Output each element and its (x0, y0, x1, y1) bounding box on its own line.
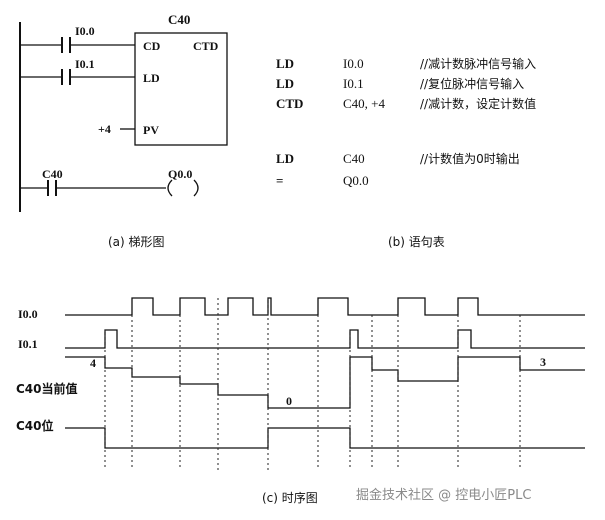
contact-c40-label: C40 (42, 167, 63, 181)
stl-op: = (276, 173, 283, 188)
value-label-start: 4 (90, 356, 96, 370)
stl-row: LD C40 //计数值为0时输出 (276, 151, 520, 166)
output-coil-icon (167, 179, 199, 197)
stl-comment: //减计数脉冲信号输入 (420, 56, 536, 71)
contact-i0-0-label: I0.0 (75, 24, 95, 38)
stl-comment: //复位脉冲信号输入 (420, 76, 524, 91)
waveform-c40-bit (65, 427, 585, 449)
value-label-zero: 0 (286, 394, 292, 408)
waveform-c40-current (65, 356, 585, 409)
stl-row: LD I0.1 //复位脉冲信号输入 (276, 76, 524, 91)
stl-op: LD (276, 151, 294, 166)
caption-ladder: (a) 梯形图 (108, 235, 165, 249)
stl-row: CTD C40, +4 //减计数，设定计数值 (276, 96, 536, 111)
stl-operand: I0.1 (343, 76, 364, 91)
value-label-end: 3 (540, 355, 546, 369)
time-markers (104, 298, 521, 470)
stl-op: LD (276, 56, 294, 71)
watermark: 掘金技术社区 @ 控电小匠PLC (356, 487, 531, 503)
stl-operand: Q0.0 (343, 173, 369, 188)
timing-diagram: I0.0 I0.1 C40当前值 C40位 4 0 3 (16, 297, 585, 505)
preset-value: +4 (98, 122, 111, 136)
ctd-counter-box (134, 32, 228, 146)
pin-cd: CD (143, 39, 161, 53)
waveform-i0-0 (65, 297, 585, 316)
signal-label-i0-1: I0.1 (18, 337, 38, 351)
output-coil-label: Q0.0 (168, 167, 192, 181)
signal-label-i0-0: I0.0 (18, 307, 38, 321)
stl-op: CTD (276, 96, 303, 111)
stl-comment: //减计数，设定计数值 (420, 96, 536, 111)
signal-label-c40-current: C40当前值 (16, 381, 78, 396)
stl-comment: //计数值为0时输出 (420, 151, 520, 166)
stl-operand: C40 (343, 151, 365, 166)
stl-op: LD (276, 76, 294, 91)
stl-row: LD I0.0 //减计数脉冲信号输入 (276, 56, 536, 71)
waveform-i0-1 (65, 329, 585, 349)
caption-statement-list: (b) 语句表 (388, 235, 445, 249)
signal-label-c40-bit: C40位 (16, 418, 54, 433)
counter-name: C40 (168, 12, 190, 27)
pin-pv: PV (143, 123, 159, 137)
contact-i0-0-icon (61, 37, 71, 53)
stl-row: = Q0.0 (276, 173, 369, 188)
contact-i0-1-label: I0.1 (75, 57, 95, 71)
statement-list: LD I0.0 //减计数脉冲信号输入 LD I0.1 //复位脉冲信号输入 C… (276, 56, 536, 249)
caption-timing: (c) 时序图 (262, 490, 318, 505)
contact-c40-icon (47, 180, 57, 196)
stl-operand: I0.0 (343, 56, 364, 71)
pin-ctd: CTD (193, 39, 219, 53)
pin-ld: LD (143, 71, 160, 85)
contact-i0-1-icon (61, 69, 71, 85)
stl-operand: C40, +4 (343, 96, 386, 111)
ladder-diagram: I0.0 I0.1 C40 CD CTD LD PV +4 C40 Q0.0 (19, 12, 228, 249)
